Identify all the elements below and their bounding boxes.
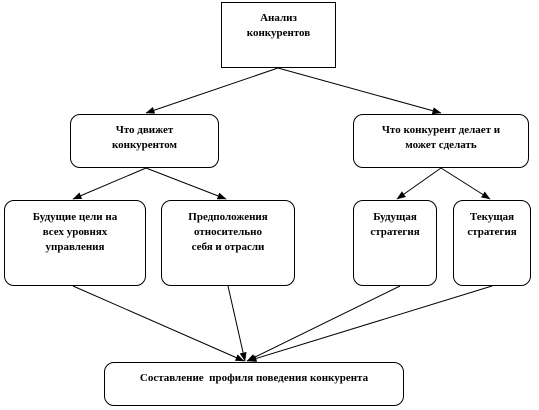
box-text-line: может сделать bbox=[405, 139, 477, 151]
arrow-motivation-to-future-goals bbox=[72, 167, 147, 200]
box-text-line: стратегия bbox=[370, 226, 420, 238]
box-text-line: стратегия bbox=[467, 226, 517, 238]
arrow-competitor-actions-to-future-strategy bbox=[396, 167, 442, 200]
box-text-line: Составление профиля поведения конкурента bbox=[139, 372, 369, 384]
box-competitor-analysis: Анализ конкурентов bbox=[221, 2, 336, 68]
box-future-strategy: Будущая стратегия bbox=[353, 200, 437, 286]
box-text-line: относительно bbox=[194, 226, 262, 238]
arrow-analysis-to-motivation bbox=[145, 67, 279, 114]
box-text-line: Будущие цели на bbox=[32, 211, 118, 223]
box-text-line: конкурентом bbox=[111, 139, 178, 151]
box-text-line: Анализ bbox=[260, 12, 297, 24]
arrow-assumptions-to-profile bbox=[227, 285, 247, 362]
arrow-future-strategy-to-profile bbox=[246, 285, 401, 362]
box-text-line: себя и отрасли bbox=[191, 241, 265, 253]
arrow-current-strategy-to-profile bbox=[247, 285, 493, 362]
arrow-competitor-actions-to-current-strategy bbox=[440, 167, 491, 200]
box-text-line: Что конкурент делает и bbox=[381, 124, 501, 136]
box-text-line: Что движет bbox=[115, 124, 174, 136]
arrow-future-goals-to-profile bbox=[72, 285, 245, 362]
arrow-analysis-to-competitor-actions bbox=[277, 67, 442, 115]
box-text-line: Будущая bbox=[373, 211, 417, 223]
box-current-strategy: Текущая стратегия bbox=[453, 200, 531, 286]
box-text-line: всех уровнях bbox=[42, 226, 108, 238]
box-text-line: конкурентов bbox=[246, 27, 311, 39]
arrow-motivation-to-assumptions bbox=[145, 167, 227, 200]
box-text-line: управления bbox=[45, 241, 105, 253]
box-text-line: Предположения bbox=[188, 211, 268, 223]
box-what-competitor-does: Что конкурент делает и может сделать bbox=[353, 114, 529, 168]
box-competitor-profile: Составление профиля поведения конкурента bbox=[104, 362, 404, 406]
box-assumptions: Предположения относительно себя и отрасл… bbox=[161, 200, 295, 286]
box-text-line: Текущая bbox=[469, 211, 515, 223]
box-what-drives-competitor: Что движет конкурентом bbox=[70, 114, 219, 168]
box-future-goals: Будущие цели на всех уровнях управления bbox=[4, 200, 146, 286]
